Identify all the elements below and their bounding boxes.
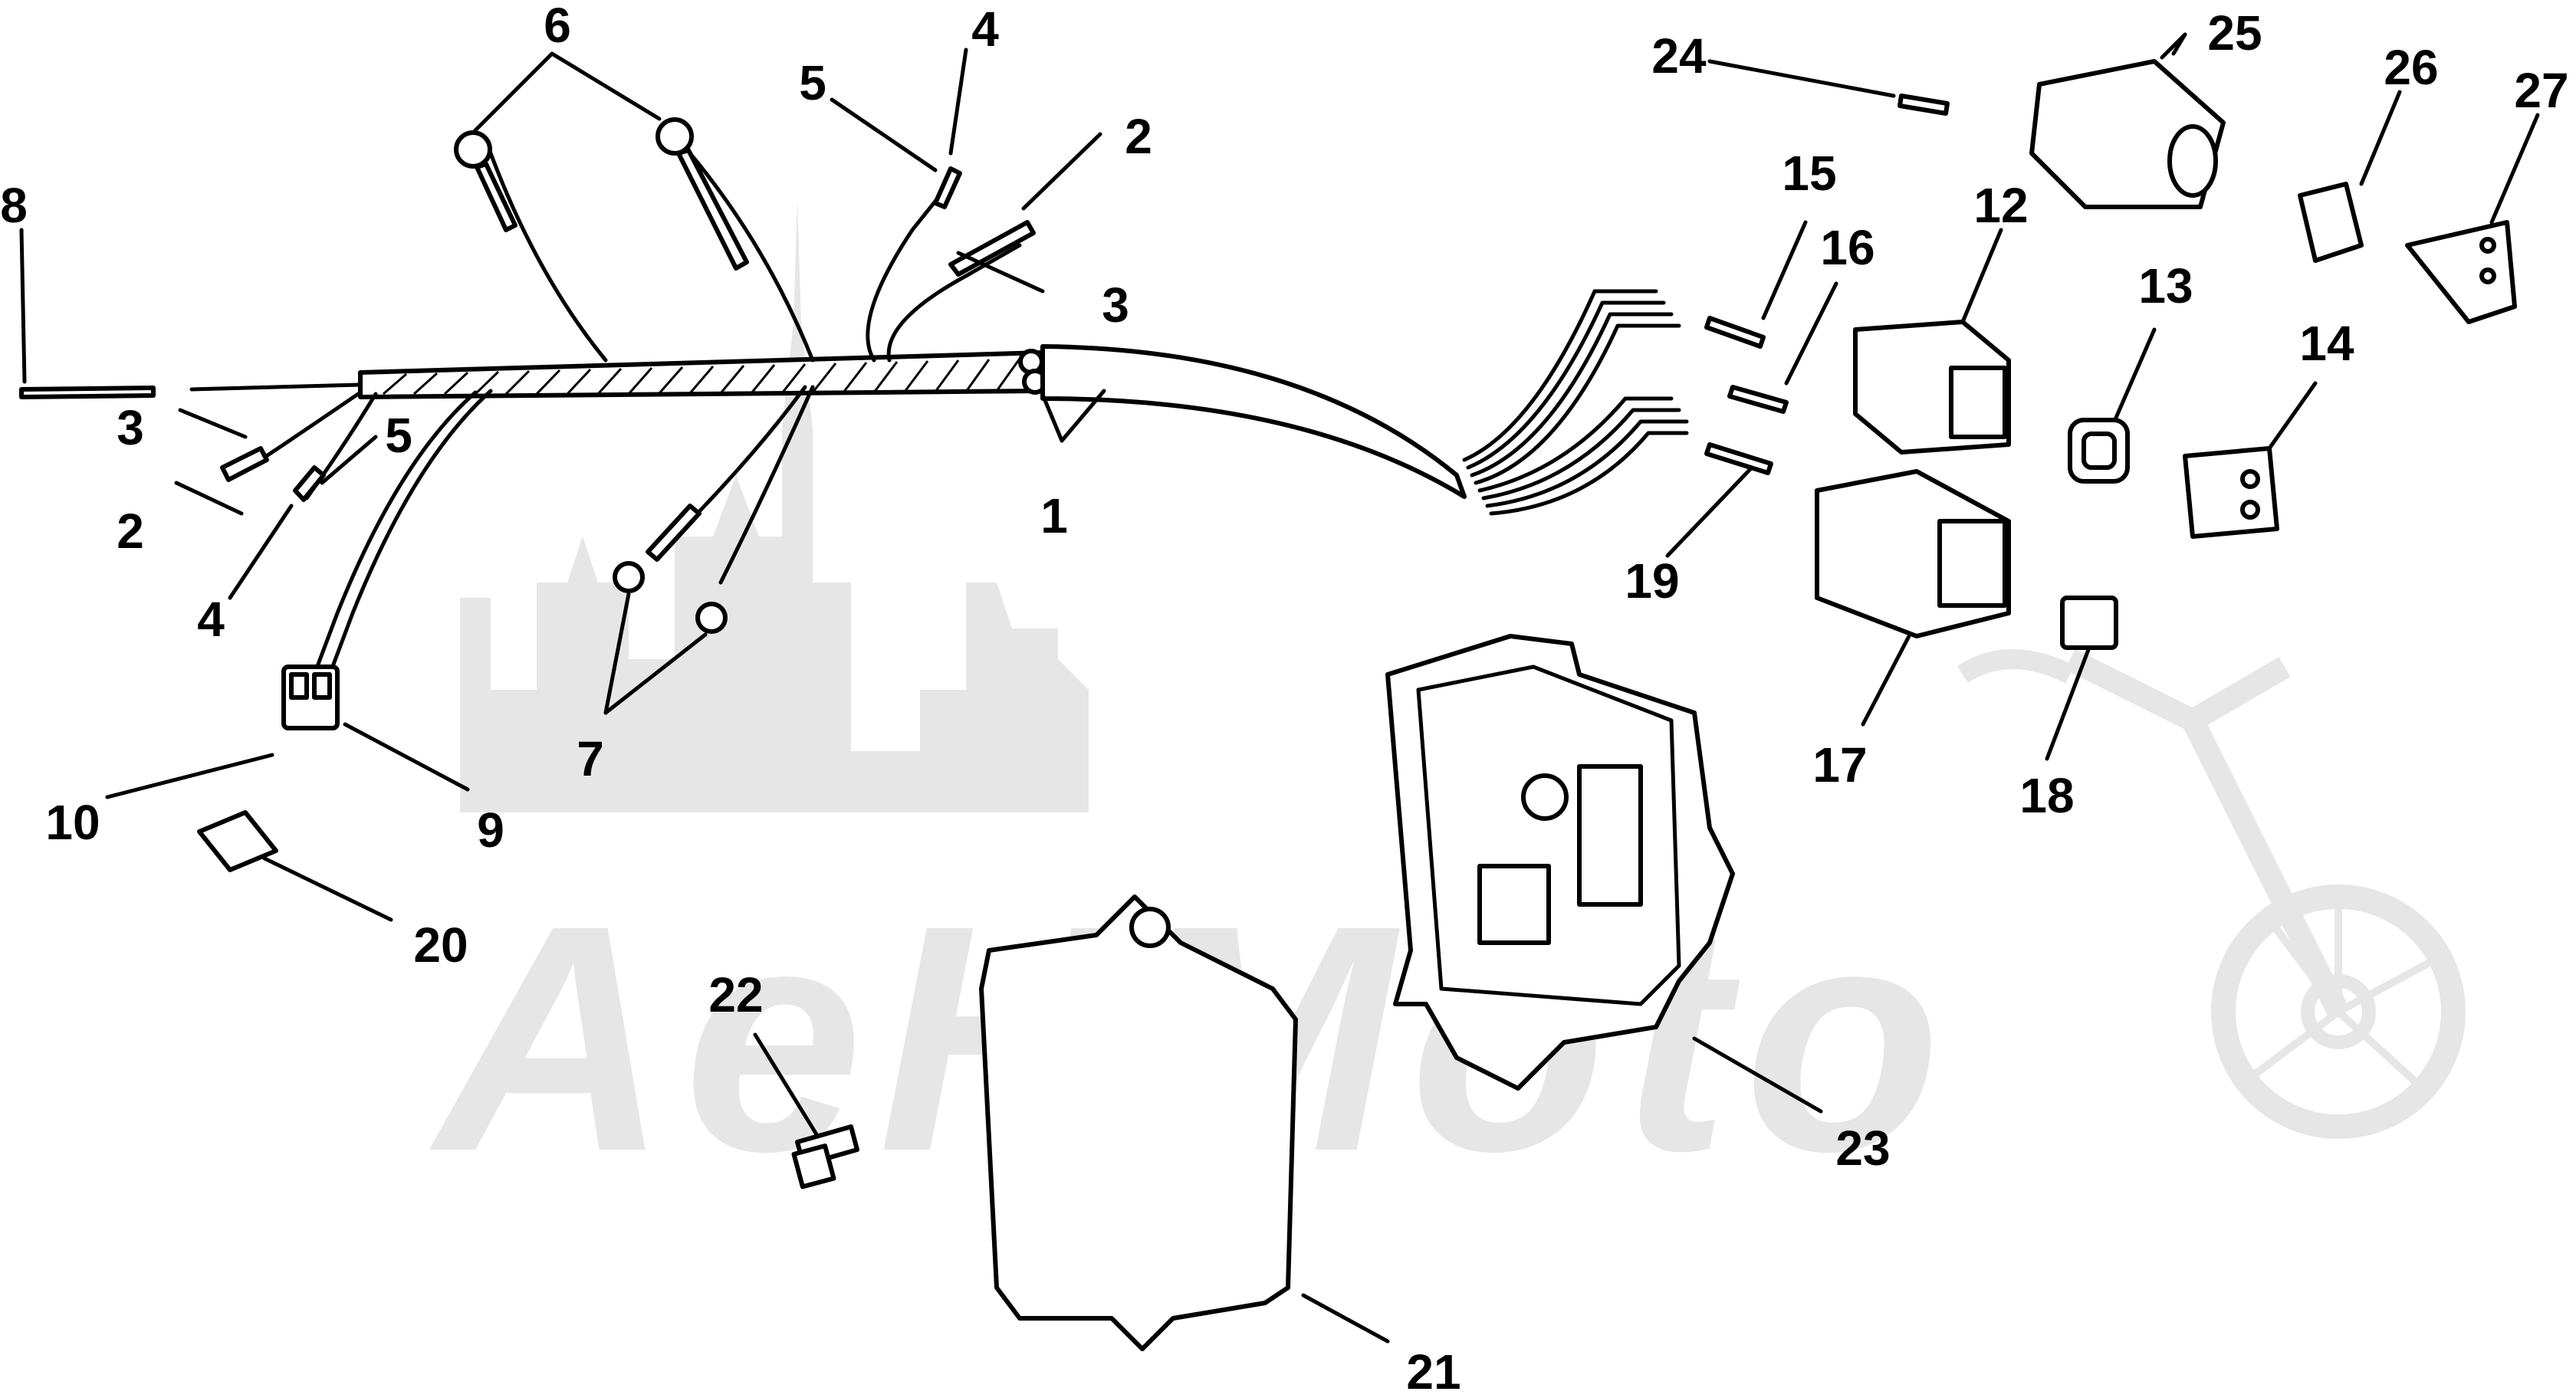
part-21-cover [979,894,1298,1351]
part-14-wedge [2183,446,2279,539]
leader-lines [19,32,2540,1344]
callout-label: 10 [45,795,100,850]
ring-terminal [613,561,645,593]
callout-label: 2 [117,504,144,559]
harness-cable [1040,344,1467,499]
callout-label: 5 [385,408,412,463]
part-26-screw [1898,94,1950,116]
callout-label: 6 [544,0,571,53]
part-13-seal [2068,418,2130,484]
ring-terminal [695,602,728,634]
watermark-motorcycle-icon [1957,648,2466,1139]
part-22-bolt [791,1124,859,1190]
part-19-terminal [1704,442,1773,475]
callout-label: 2 [1125,109,1152,164]
wiring-harness [19,117,1689,730]
callout-label: 25 [2207,5,2262,61]
callout-label: 21 [1406,1344,1460,1398]
callout-label: 22 [708,967,763,1022]
part-27-wedge [2405,220,2517,324]
callout-label: 24 [1651,28,1707,84]
part-18-clip [2060,596,2118,650]
part-17-connector [1815,469,2011,638]
callout-label: 16 [1820,220,1875,275]
callout-label: 9 [477,802,504,858]
callout-label: 19 [1625,553,1679,609]
callout-label: 4 [197,592,225,647]
callout-label: 13 [2138,258,2193,313]
callout-label: 14 [2299,316,2354,371]
part-23-bracket [1385,634,1735,1091]
part-25-seal [2298,182,2364,263]
callout-label: 17 [1812,737,1867,793]
callout-label: 20 [413,917,468,973]
callout-label: 3 [117,400,144,455]
part-12-connector [1853,320,2011,455]
callout-label: 8 [0,178,28,233]
callout-label: 1 [1040,488,1068,543]
ring-terminal [454,130,492,169]
callout-label: 27 [2514,63,2568,118]
ring-terminal [656,117,694,156]
callout-label: 15 [1782,146,1836,201]
callout-label: 4 [971,2,999,57]
watermark-skyline-icon [460,199,1089,812]
part-16-socket [1727,385,1789,414]
callout-label: 3 [1102,277,1129,333]
callout-label: 26 [2384,40,2438,95]
callout-label: 5 [799,55,826,110]
callout-label: 23 [1835,1121,1890,1176]
callout-label: 12 [1973,178,2028,233]
part-20-fuse [197,810,278,872]
part-24-plug [2029,59,2226,209]
callout-label: 7 [577,731,604,786]
part-15-pin [1704,316,1766,349]
callout-label: 18 [2019,768,2074,823]
harness-trunk [358,350,1045,399]
